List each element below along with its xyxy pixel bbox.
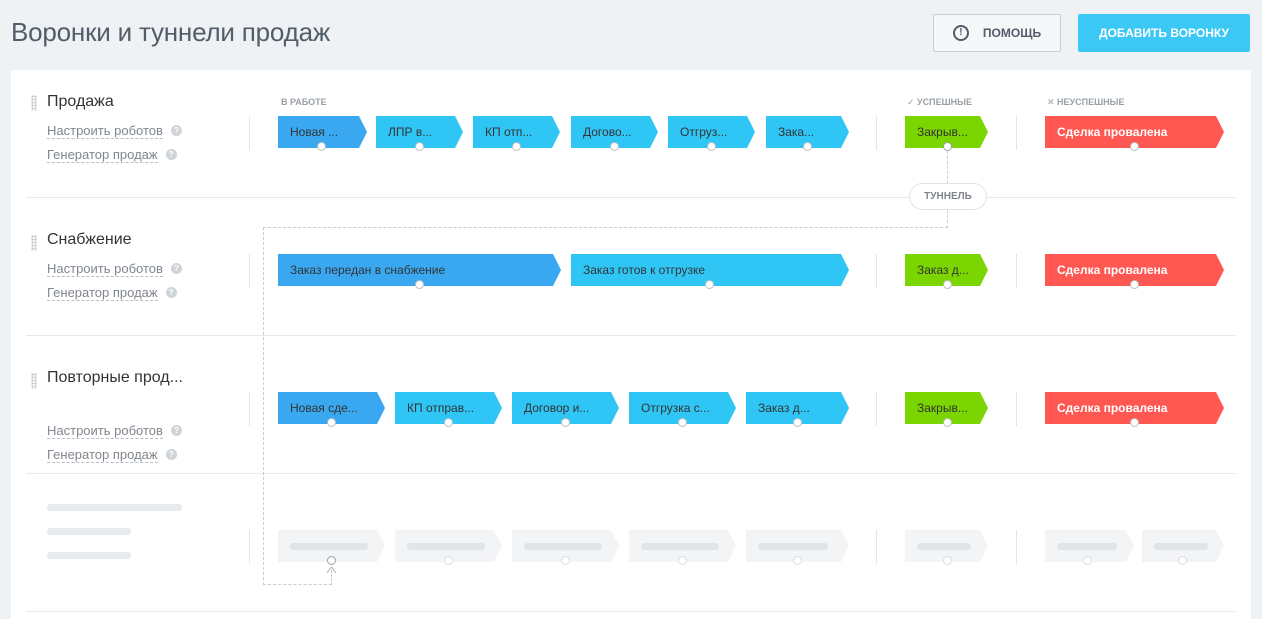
help-question-icon[interactable]: ?: [165, 287, 177, 299]
placeholder-dot: [444, 556, 453, 565]
tunnel-connector-dot[interactable]: [444, 418, 453, 427]
sales-generator-link[interactable]: Генератор продаж: [47, 285, 158, 301]
tunnel-connector-dot[interactable]: [803, 142, 812, 151]
divider: [249, 116, 250, 150]
divider: [1016, 530, 1017, 564]
tunnel-connector-dot[interactable]: [705, 280, 714, 289]
divider: [249, 392, 250, 426]
divider: [876, 530, 877, 564]
tunnel-connector-dot[interactable]: [1130, 280, 1139, 289]
help-question-icon[interactable]: ?: [165, 149, 177, 161]
tunnel-line: [263, 584, 332, 585]
funnel-row-placeholder: [26, 474, 1235, 612]
group-label-fail: ✕ НЕУСПЕШНЫЕ: [1047, 97, 1125, 107]
tunnel-connector-dot[interactable]: [415, 142, 424, 151]
info-icon: !: [952, 25, 969, 41]
funnels-panel: [11, 70, 1251, 619]
divider: [249, 254, 250, 288]
tunnel-badge[interactable]: ТУННЕЛЬ: [909, 183, 987, 210]
tunnel-connector-dot[interactable]: [327, 556, 336, 565]
help-question-icon[interactable]: ?: [170, 125, 182, 137]
setup-robots-link[interactable]: Настроить роботов: [47, 123, 163, 139]
sales-generator-link[interactable]: Генератор продаж: [47, 447, 158, 463]
setup-robots-link[interactable]: Настроить роботов: [47, 423, 163, 439]
help-question-icon[interactable]: ?: [170, 263, 182, 275]
group-label-in-work: В РАБОТЕ: [281, 97, 327, 107]
funnel-row-supply: Снабжение Настроить роботов? Генератор п…: [26, 198, 1235, 336]
arrow-up-icon: [326, 566, 337, 574]
setup-robots-link[interactable]: Настроить роботов: [47, 261, 163, 277]
placeholder-line: [47, 528, 131, 535]
drag-handle-icon[interactable]: [31, 373, 37, 389]
divider: [876, 392, 877, 426]
drag-handle-icon[interactable]: [31, 95, 37, 111]
placeholder-dot: [678, 556, 687, 565]
tunnel-connector-dot[interactable]: [707, 142, 716, 151]
divider: [1016, 392, 1017, 426]
divider: [876, 116, 877, 150]
divider: [876, 254, 877, 288]
placeholder-dot: [561, 556, 570, 565]
help-button[interactable]: ! ПОМОЩЬ: [933, 14, 1061, 52]
tunnel-connector-dot[interactable]: [943, 280, 952, 289]
tunnel-connector-dot[interactable]: [678, 418, 687, 427]
group-label-success: ✓ УСПЕШНЫЕ: [907, 97, 972, 107]
funnel-row-sales: Продажа Настроить роботов? Генератор про…: [26, 70, 1235, 198]
divider: [249, 530, 250, 564]
tunnel-connector-dot[interactable]: [327, 418, 336, 427]
tunnel-connector-dot[interactable]: [1130, 142, 1139, 151]
tunnel-line: [263, 227, 264, 585]
help-question-icon[interactable]: ?: [170, 425, 182, 437]
placeholder-dot: [1178, 556, 1187, 565]
tunnel-connector-dot[interactable]: [793, 418, 802, 427]
placeholder-dot: [793, 556, 802, 565]
funnel-title[interactable]: Продажа: [47, 93, 114, 110]
sales-generator-link[interactable]: Генератор продаж: [47, 147, 158, 163]
page-title: Воронки и туннели продаж: [11, 17, 331, 47]
help-button-label: ПОМОЩЬ: [982, 26, 1042, 40]
placeholder-line: [47, 504, 182, 511]
placeholder-line: [47, 552, 131, 559]
funnel-row-repeat-sales: Повторные прод... Настроить роботов? Ген…: [26, 336, 1235, 474]
tunnel-connector-dot[interactable]: [561, 418, 570, 427]
tunnel-connector-dot[interactable]: [1130, 418, 1139, 427]
help-question-icon[interactable]: ?: [165, 449, 177, 461]
divider: [1016, 116, 1017, 150]
tunnel-line: [263, 227, 948, 228]
placeholder-dot: [1083, 556, 1092, 565]
divider: [1016, 254, 1017, 288]
tunnel-connector-dot[interactable]: [943, 142, 952, 151]
tunnel-connector-dot[interactable]: [943, 418, 952, 427]
tunnel-line: [331, 570, 332, 585]
funnel-title[interactable]: Повторные прод...: [47, 369, 183, 386]
funnel-title[interactable]: Снабжение: [47, 231, 132, 248]
tunnel-connector-dot[interactable]: [512, 142, 521, 151]
tunnel-connector-dot[interactable]: [415, 280, 424, 289]
tunnel-connector-dot[interactable]: [610, 142, 619, 151]
add-funnel-button[interactable]: ДОБАВИТЬ ВОРОНКУ: [1078, 14, 1250, 52]
drag-handle-icon[interactable]: [31, 235, 37, 251]
placeholder-dot: [943, 556, 952, 565]
tunnel-connector-dot[interactable]: [317, 142, 326, 151]
